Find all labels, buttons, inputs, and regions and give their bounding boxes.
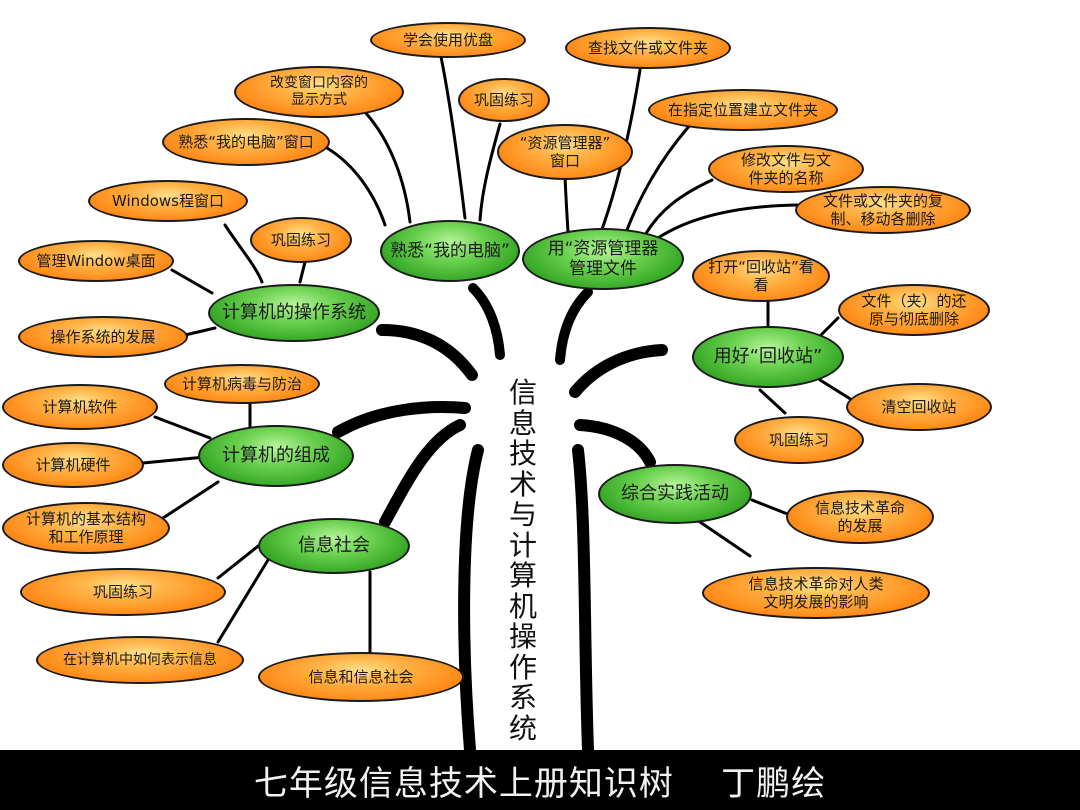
node-xuehui-youpan: 学会使用优盘	[370, 22, 526, 58]
branch-to-composition	[332, 401, 471, 438]
node-gonggu-1: 巩固练习	[458, 78, 550, 122]
node-biaoshi-xinxi: 在计算机中如何表示信息	[36, 636, 244, 684]
node-gonggu-3: 巩固练习	[734, 416, 864, 464]
node-fazhan: 操作系统的发展	[18, 316, 188, 358]
node-caozuo-xitong: 计算机的操作系统	[208, 284, 380, 342]
node-chazhao-wenjian: 查找文件或文件夹	[565, 27, 731, 69]
branch-to-mycomputer	[468, 283, 505, 360]
node-zhiding-weizhi: 在指定位置建立文件夹	[648, 89, 838, 131]
node-bingdu: 计算机病毒与防治	[164, 364, 320, 404]
node-gaibian-chuangkou: 改变窗口内容的 显示方式	[234, 66, 404, 118]
node-ziyuan-chuangkou: “资源管理器” 窗口	[497, 124, 633, 180]
trunk-left	[458, 444, 484, 756]
node-shuxi-diannao-chuangkou: 熟悉“我的电脑”窗口	[162, 118, 330, 166]
trunk-right	[572, 444, 594, 756]
node-ruanjian: 计算机软件	[2, 384, 158, 430]
node-yingjian: 计算机硬件	[2, 442, 144, 488]
node-dakai-huishouzhan: 打开“回收站”看 看	[692, 250, 830, 302]
node-shuxi-diannao: 熟悉“我的电脑”	[380, 220, 520, 282]
branch-to-infosociety	[379, 419, 466, 528]
node-jiben-jiegou: 计算机的基本结构 和工作原理	[2, 502, 170, 554]
node-huanyuan-shanchu: 文件（夹）的还 原与彻底删除	[838, 284, 990, 336]
node-gonggu-2: 巩固练习	[250, 217, 352, 263]
node-zucheng: 计算机的组成	[198, 425, 354, 487]
node-yong-ziyuan: 用“资源管理器 管理文件	[522, 228, 684, 290]
node-fuzhi-yidong: 文件或文件夹的复 制、移动各删除	[795, 186, 971, 234]
node-geming-yingxiang: 信息技术革命对人类 文明发展的影响	[702, 567, 930, 619]
node-guanli-zhuomian: 管理Window桌面	[18, 240, 174, 282]
node-yonghao-huishouzhan: 用好“回收站”	[692, 326, 844, 388]
branch-to-recycle	[569, 344, 668, 398]
node-geming-fazhan: 信息技术革命 的发展	[786, 490, 934, 544]
trunk-label: 信息技术与计算机操作系统	[508, 376, 537, 745]
footer-title: 七年级信息技术上册知识树 丁鹏绘	[253, 763, 827, 804]
footer-bar: 七年级信息技术上册知识树 丁鹏绘	[0, 750, 1080, 810]
node-xinxi-he-shehui: 信息和信息社会	[258, 652, 464, 702]
branch-to-practice	[574, 419, 656, 468]
node-zonghe-shijian: 综合实践活动	[598, 464, 752, 524]
node-windows-chuangkou: Windows程窗口	[88, 180, 248, 222]
node-xiugai-mingcheng: 修改文件与文 件夹的名称	[708, 145, 864, 193]
branch-to-explorer	[555, 287, 593, 365]
branch-to-os	[376, 324, 478, 381]
node-qingkong: 清空回收站	[846, 383, 992, 431]
node-gonggu-4: 巩固练习	[20, 568, 226, 616]
node-xinxi-shehui: 信息社会	[258, 518, 410, 574]
